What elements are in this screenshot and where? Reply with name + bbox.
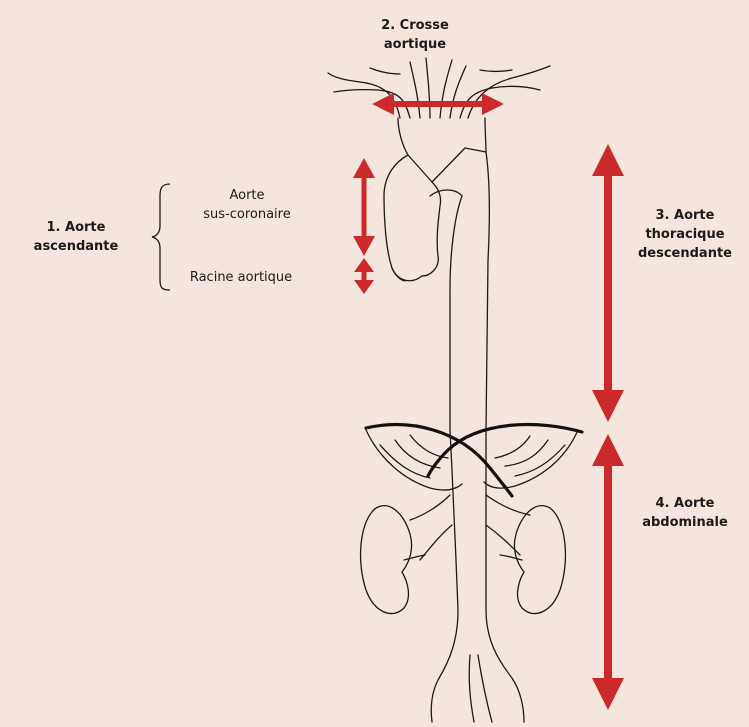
label-ascendante: 1. Aorte ascendante [12,218,140,256]
arrow-thoracique [592,144,624,422]
arrow-abdominale [592,434,624,710]
label-sus-coronaire-line-2: sus-coronaire [182,205,312,224]
label-crosse: 2. Crosse aortique [370,16,460,54]
label-racine-line-1: Racine aortique [176,268,306,287]
left-kidney [361,506,425,614]
bracket [152,184,170,290]
label-ascendante-line-2: ascendante [12,237,140,256]
label-sus-coronaire: Aorte sus-coronaire [182,186,312,224]
label-thoracique-line-1: 3. Aorte [626,206,744,225]
label-thoracique: 3. Aorte thoracique descendante [626,206,744,263]
label-sus-coronaire-line-1: Aorte [182,186,312,205]
right-kidney [500,506,565,614]
label-abdominale-line-1: 4. Aorte [626,494,744,513]
arrow-sus-coronaire [353,158,375,256]
label-ascendante-line-1: 1. Aorte [12,218,140,237]
descending-aorta-outline [431,152,524,722]
label-crosse-line-1: 2. Crosse [370,16,460,35]
label-racine: Racine aortique [176,268,306,287]
arrow-crosse [372,93,504,115]
label-thoracique-line-2: thoracique [626,225,744,244]
label-abdominale-line-2: abdominale [626,513,744,532]
label-crosse-line-2: aortique [370,35,460,54]
label-abdominale: 4. Aorte abdominale [626,494,744,532]
supra-aortic-branches [328,58,550,118]
label-thoracique-line-3: descendante [626,244,744,263]
aortic-arch-outline [384,118,486,281]
arrow-racine [354,258,374,294]
